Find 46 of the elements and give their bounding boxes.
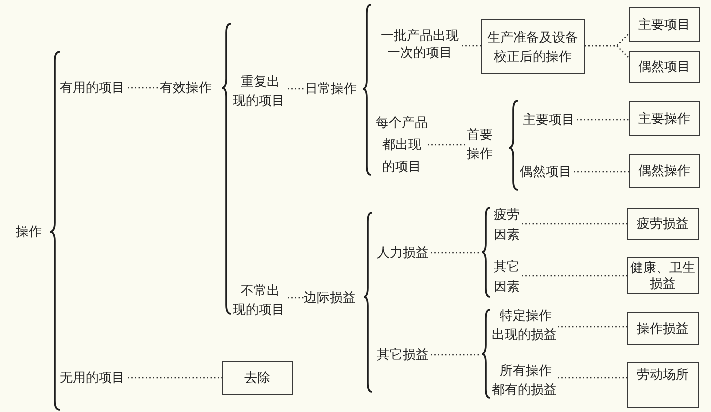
dotted-connector [128,377,222,379]
outcome-box: 去除 [222,361,293,395]
tree-label: 操作 [16,223,46,241]
outcome-box: 疲劳损益 [627,208,699,240]
dotted-connector [558,326,627,328]
outcome-box: 操作损益 [627,312,699,345]
outcome-box: 主要项目 [629,7,700,42]
tree-label: 所有操作都有的损益 [492,361,558,399]
outcome-box: 偶然操作 [629,154,700,188]
dotted-connector [577,119,629,121]
dotted-connector [431,252,481,254]
tree-label: 一批产品出现一次的项目 [378,27,462,61]
tree-label: 每个产品都出现的项目 [376,112,428,178]
tree-label: 疲劳因素 [494,205,522,245]
outcome-box: 主要操作 [629,101,700,136]
dotted-connector [522,275,627,277]
tree-label: 无用的项目 [60,369,128,387]
tree-label: 人力损益 [377,244,431,262]
tree-label: 其它损益 [377,346,431,364]
tree-label: 偶然项目 [520,163,574,181]
tree-label: 首要操作 [466,125,494,163]
outcome-box: 偶然项目 [629,51,700,83]
dotted-connector [288,297,304,299]
dotted-connector [428,144,466,146]
dotted-connector [522,223,627,225]
outcome-box: 生产准备及设备校正后的操作 [481,19,585,74]
dotted-connector [462,45,481,47]
dotted-connector [585,45,630,58]
dotted-connector [128,87,160,89]
dotted-connector [431,354,481,356]
tree-label: 有效操作 [160,79,216,97]
dotted-connector [288,88,305,90]
curly-brace [481,207,491,298]
dotted-connector [558,377,627,379]
tree-label: 有用的项目 [60,79,128,97]
dotted-connector [574,171,629,173]
tree-label: 其它因素 [494,257,522,297]
curly-brace [481,309,491,399]
tree-label: 特定操作出现的损益 [492,306,558,344]
outcome-box: 健康、卫生损益 [627,257,699,294]
tree-label: 边际损益 [304,289,358,307]
tree-label: 不常出现的项目 [233,281,288,319]
tree-label: 重复出现的项目 [233,72,288,110]
outcome-box: 劳动场所 [627,362,699,408]
tree-label: 日常操作 [305,80,359,98]
tree-label: 主要项目 [523,111,577,129]
